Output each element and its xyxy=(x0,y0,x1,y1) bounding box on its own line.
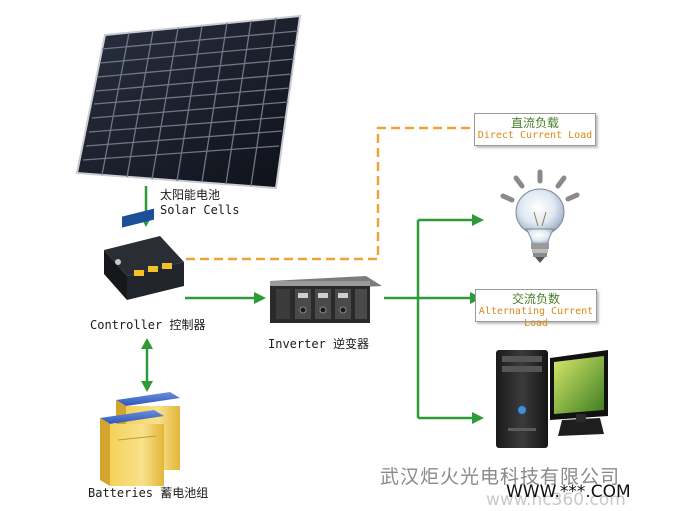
ac-load-box: 交流负数 Alternating Current Load xyxy=(475,289,597,329)
dc-load-dashed-line xyxy=(186,126,470,261)
solar-label-en: Solar Cells xyxy=(160,203,240,217)
arrow-controller-to-inverter xyxy=(185,292,266,304)
dc-load-label-cn: 直流负载 xyxy=(510,116,559,130)
dc-load-label-en: Direct Current Load xyxy=(477,130,593,141)
ac-load-label-cn: 交流负数 xyxy=(511,292,560,306)
desktop-computer-icon xyxy=(496,350,608,448)
solar-label-cn: 太阳能电池 xyxy=(160,188,221,202)
site-watermark: www.hc360.com xyxy=(486,490,626,510)
controller-label: Controller 控制器 xyxy=(90,318,206,332)
batteries-label: Batteries 蓄电池组 xyxy=(88,486,209,500)
ac-load-label-en: Alternating Current Load xyxy=(478,306,594,329)
inverter-label: Inverter 逆变器 xyxy=(268,337,370,351)
light-bulb-icon xyxy=(500,169,580,263)
dc-load-box: 直流负载 Direct Current Load xyxy=(474,113,596,146)
charge-controller-icon xyxy=(104,208,184,300)
arrow-controller-batteries xyxy=(141,338,153,392)
solar-panel-icon xyxy=(75,14,302,190)
url-watermark: WWW.***.COM xyxy=(506,482,631,502)
battery-icon xyxy=(100,392,180,486)
ac-branch-arrows xyxy=(384,214,484,424)
company-watermark: 武汉炬火光电科技有限公司 xyxy=(380,466,621,488)
inverter-rack-icon xyxy=(270,276,382,323)
